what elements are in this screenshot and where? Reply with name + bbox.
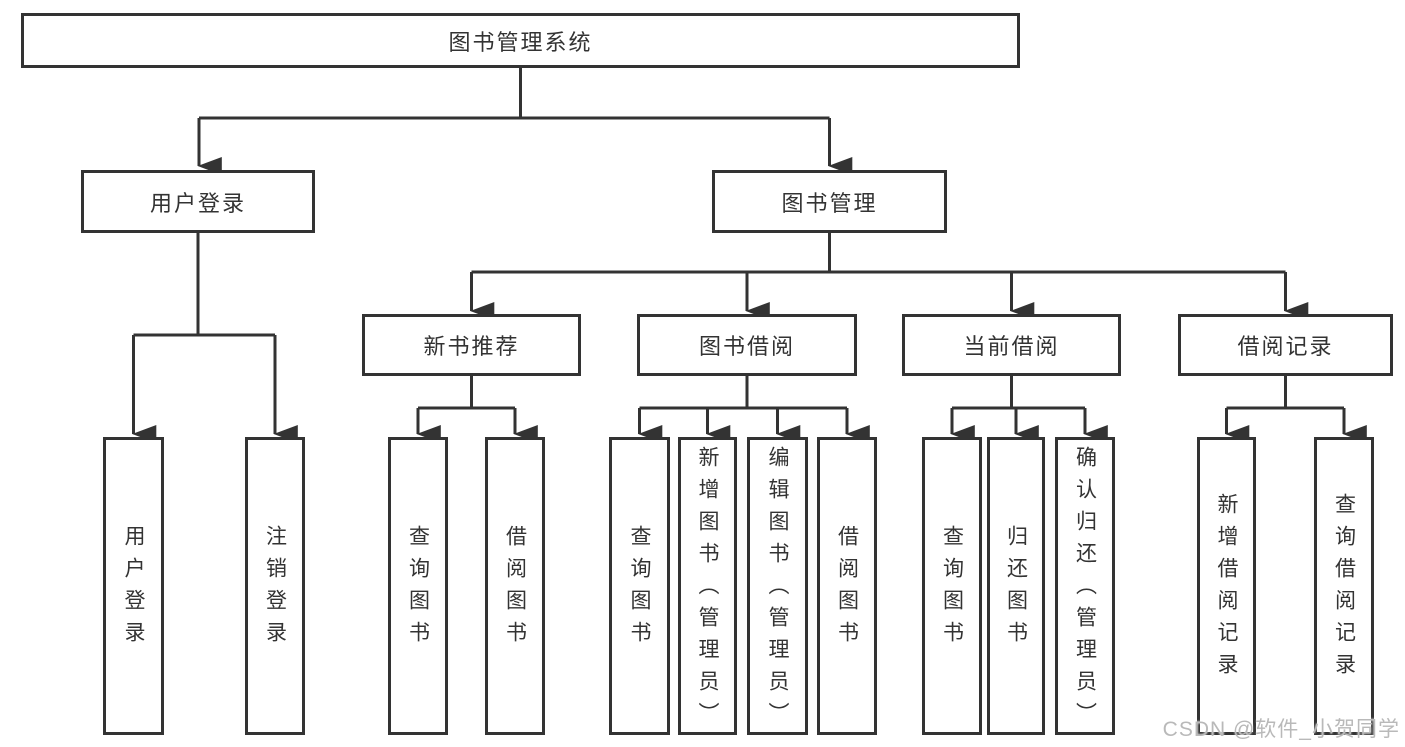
- connector-book-borrow-split: [639, 376, 847, 410]
- leaf-add-books-admin: 新增图书（管理员）: [678, 437, 737, 735]
- node-user-login: 用户登录: [81, 170, 315, 233]
- connector-user-login-split: [133, 233, 275, 337]
- node-new-book-recommend: 新书推荐: [362, 314, 581, 376]
- leaf-confirm-return-admin: 确认归还（管理员）: [1055, 437, 1115, 735]
- node-root: 图书管理系统: [21, 13, 1020, 68]
- connector-borrow-records-split: [1226, 376, 1344, 410]
- leaf-borrow-query-books: 查询图书: [609, 437, 670, 735]
- connector-book-management-split: [471, 233, 1286, 274]
- leaf-current-query-books: 查询图书: [922, 437, 982, 735]
- leaf-add-borrow-record: 新增借阅记录: [1197, 437, 1256, 735]
- leaf-borrow-borrow-books: 借阅图书: [817, 437, 877, 735]
- leaf-newbook-query-books: 查询图书: [388, 437, 448, 735]
- leaf-edit-books-admin: 编辑图书（管理员）: [747, 437, 808, 735]
- leaf-return-books: 归还图书: [987, 437, 1045, 735]
- node-borrow-records: 借阅记录: [1178, 314, 1393, 376]
- leaf-query-borrow-record: 查询借阅记录: [1314, 437, 1374, 735]
- leaf-newbook-borrow-books: 借阅图书: [485, 437, 545, 735]
- watermark: CSDN @软件_小贺同学: [1162, 718, 1400, 741]
- node-book-borrow: 图书借阅: [637, 314, 857, 376]
- node-current-borrow: 当前借阅: [902, 314, 1121, 376]
- leaf-user-login: 用户登录: [103, 437, 164, 735]
- connector-root-split: [199, 68, 830, 120]
- node-book-management: 图书管理: [712, 170, 947, 233]
- connector-current-borrow-split: [952, 376, 1085, 410]
- leaf-logout-login: 注销登录: [245, 437, 305, 735]
- connector-new-book-split: [418, 376, 515, 410]
